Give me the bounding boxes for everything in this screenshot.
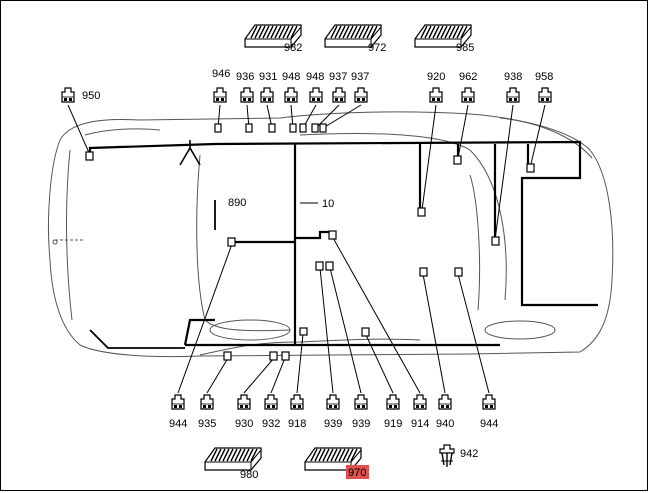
plug-939-b: 939 bbox=[352, 394, 370, 430]
connector-block-985: 985 bbox=[414, 24, 474, 54]
clip-942: 942 bbox=[439, 444, 478, 467]
connector-block-982: 982 bbox=[244, 24, 302, 54]
svg-text:962: 962 bbox=[459, 71, 477, 83]
svg-text:920: 920 bbox=[427, 71, 445, 83]
svg-text:938: 938 bbox=[504, 71, 522, 83]
svg-text:931: 931 bbox=[259, 71, 277, 83]
svg-text:948: 948 bbox=[282, 71, 300, 83]
plug-937-a: 937 bbox=[329, 71, 347, 103]
plug-944-b: 944 bbox=[480, 394, 498, 430]
plug-948-a: 948 bbox=[282, 71, 300, 103]
svg-text:918: 918 bbox=[288, 418, 306, 430]
plug-950: 950 bbox=[61, 87, 100, 103]
svg-text:939: 939 bbox=[324, 418, 342, 430]
plug-939-a: 939 bbox=[324, 394, 342, 430]
connector-block-icon bbox=[204, 447, 262, 471]
connector-block-970: 970 bbox=[304, 447, 369, 479]
svg-text:935: 935 bbox=[198, 418, 216, 430]
plug-948-b: 948 bbox=[306, 71, 324, 103]
svg-text:937: 937 bbox=[329, 71, 347, 83]
plug-931: 931 bbox=[259, 71, 277, 103]
svg-text:948: 948 bbox=[306, 71, 324, 83]
inline-connectors bbox=[85, 123, 535, 361]
plug-930: 930 bbox=[235, 394, 253, 430]
svg-text:940: 940 bbox=[436, 418, 454, 430]
svg-text:946: 946 bbox=[212, 68, 230, 80]
svg-text:937: 937 bbox=[351, 71, 369, 83]
svg-text:919: 919 bbox=[384, 418, 402, 430]
plug-918: 918 bbox=[288, 394, 306, 430]
svg-text:970: 970 bbox=[348, 467, 366, 479]
svg-text:980: 980 bbox=[240, 469, 258, 481]
svg-text:944: 944 bbox=[169, 418, 187, 430]
svg-text:914: 914 bbox=[411, 418, 429, 430]
plug-914: 914 bbox=[411, 394, 429, 430]
svg-text:985: 985 bbox=[456, 42, 474, 54]
wiring-harness bbox=[88, 140, 598, 349]
svg-text:950: 950 bbox=[82, 90, 100, 102]
harness-label-890: 890 bbox=[228, 197, 246, 209]
plug-958: 958 bbox=[535, 71, 553, 103]
svg-text:944: 944 bbox=[480, 418, 498, 430]
car-body-outline bbox=[47, 111, 614, 358]
plug-936: 936 bbox=[236, 71, 254, 103]
plug-940: 940 bbox=[436, 394, 454, 430]
plug-919: 919 bbox=[384, 394, 402, 430]
plug-937-b: 937 bbox=[351, 71, 369, 103]
plug-935: 935 bbox=[198, 394, 216, 430]
svg-text:972: 972 bbox=[368, 42, 386, 54]
svg-text:958: 958 bbox=[535, 71, 553, 83]
connector-block-972: 972 bbox=[324, 24, 386, 54]
plug-920: 920 bbox=[427, 71, 445, 103]
svg-text:932: 932 bbox=[262, 418, 280, 430]
connector-block-980: 980 bbox=[204, 447, 262, 481]
leader-lines bbox=[67, 104, 546, 394]
clip-icon bbox=[439, 444, 455, 467]
svg-text:939: 939 bbox=[352, 418, 370, 430]
svg-text:982: 982 bbox=[284, 42, 302, 54]
plug-962: 962 bbox=[459, 71, 477, 103]
highlight-box bbox=[346, 465, 369, 479]
svg-text:942: 942 bbox=[460, 448, 478, 460]
svg-text:936: 936 bbox=[236, 71, 254, 83]
plug-944-a: 944 bbox=[169, 394, 187, 430]
plug-932: 932 bbox=[262, 394, 280, 430]
plug-938: 938 bbox=[504, 71, 522, 103]
plug-946: 946 bbox=[212, 68, 230, 103]
harness-label-10: 10 bbox=[322, 198, 334, 210]
svg-text:930: 930 bbox=[235, 418, 253, 430]
